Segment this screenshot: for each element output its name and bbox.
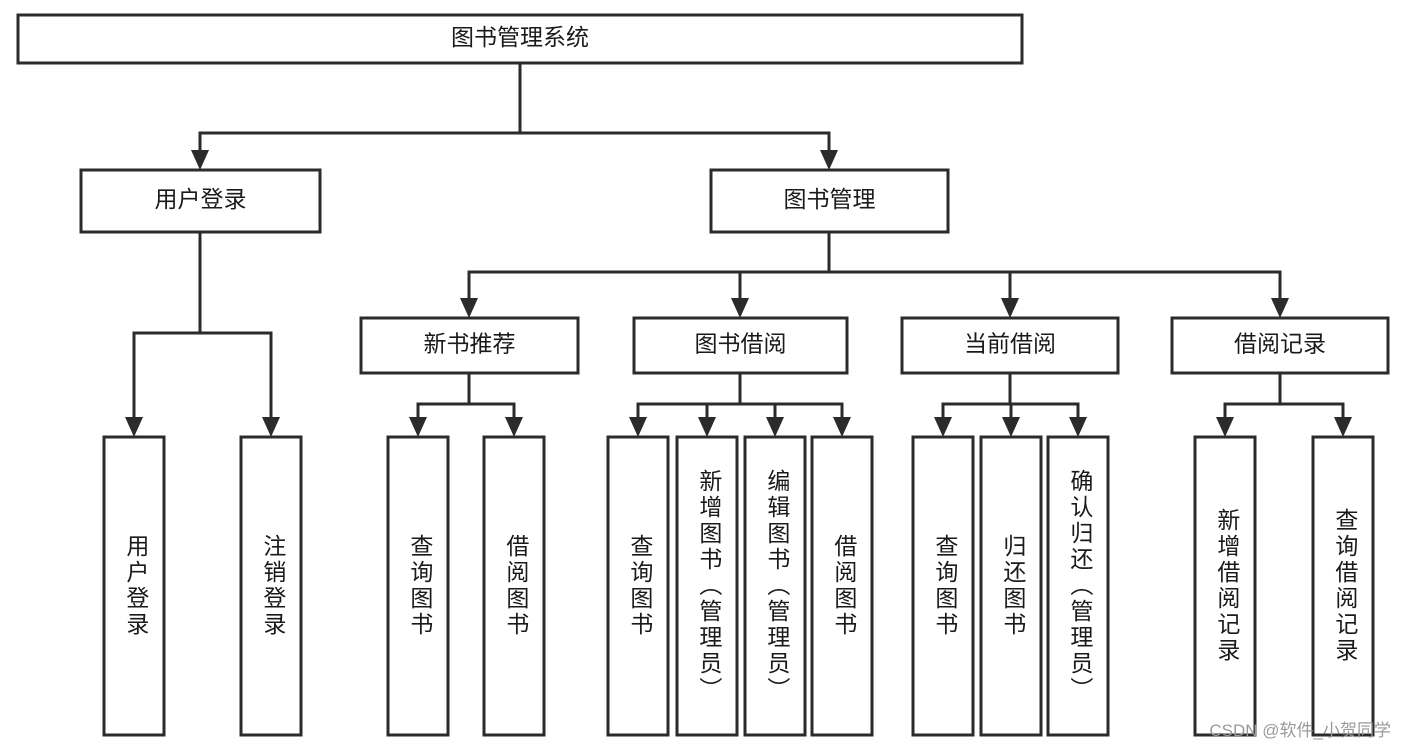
node-leaf-query-record[interactable]: 查询借阅记录 bbox=[1311, 435, 1375, 737]
node-leaf-edit-book-box[interactable] bbox=[743, 435, 807, 737]
node-leaf-edit-book-label: 编辑图书（管理员） bbox=[764, 469, 791, 703]
node-leaf-query-book-2[interactable]: 查询图书 bbox=[606, 435, 670, 737]
node-leaf-query-book-2-label: 查询图书 bbox=[627, 534, 654, 638]
arrow-head-icon bbox=[820, 150, 838, 170]
node-leaf-edit-book[interactable]: 编辑图书（管理员） bbox=[743, 435, 807, 737]
arrow-head-icon bbox=[262, 417, 280, 437]
arrow-head-icon bbox=[766, 417, 784, 437]
node-leaf-add-record-box[interactable] bbox=[1193, 435, 1257, 737]
node-leaf-add-record[interactable]: 新增借阅记录 bbox=[1193, 435, 1257, 737]
node-leaf-borrow-book-1-box[interactable] bbox=[482, 435, 546, 737]
node-leaf-confirm-return-label: 确认归还（管理员） bbox=[1067, 469, 1094, 703]
node-leaf-user-login-label: 用户登录 bbox=[123, 534, 150, 638]
node-book-management-box[interactable] bbox=[709, 168, 950, 234]
node-leaf-confirm-return[interactable]: 确认归还（管理员） bbox=[1046, 435, 1110, 737]
arrow-head-icon bbox=[1216, 417, 1234, 437]
node-root[interactable]: 图书管理系统 bbox=[16, 13, 1024, 65]
node-borrow-record[interactable]: 借阅记录 bbox=[1170, 316, 1390, 375]
arrow-head-icon bbox=[125, 417, 143, 437]
node-leaf-borrow-book-2-label: 借阅图书 bbox=[831, 534, 858, 638]
node-leaf-query-record-box[interactable] bbox=[1311, 435, 1375, 737]
arrow-head-icon bbox=[409, 417, 427, 437]
node-leaf-user-logout-label: 注销登录 bbox=[260, 534, 287, 638]
node-leaf-return-book[interactable]: 归还图书 bbox=[979, 435, 1043, 737]
node-borrow-record-label: 借阅记录 bbox=[1234, 331, 1326, 357]
node-leaf-query-book-3-box[interactable] bbox=[911, 435, 975, 737]
node-leaf-add-record-label: 新增借阅记录 bbox=[1214, 508, 1241, 664]
node-user-login[interactable]: 用户登录 bbox=[79, 168, 322, 234]
node-leaf-user-logout[interactable]: 注销登录 bbox=[239, 435, 303, 737]
node-leaf-return-book-box[interactable] bbox=[979, 435, 1043, 737]
node-leaf-borrow-book-2-box[interactable] bbox=[810, 435, 874, 737]
node-leaf-query-book-1[interactable]: 查询图书 bbox=[386, 435, 450, 737]
node-leaf-query-book-2-box[interactable] bbox=[606, 435, 670, 737]
node-leaf-query-book-1-box[interactable] bbox=[386, 435, 450, 737]
node-book-management[interactable]: 图书管理 bbox=[709, 168, 950, 234]
node-leaf-borrow-book-2[interactable]: 借阅图书 bbox=[810, 435, 874, 737]
node-book-management-label: 图书管理 bbox=[784, 186, 876, 212]
node-new-book-recommend-label: 新书推荐 bbox=[424, 331, 516, 357]
arrow-head-icon bbox=[731, 298, 749, 318]
node-leaf-query-book-3[interactable]: 查询图书 bbox=[911, 435, 975, 737]
node-leaf-return-book-label: 归还图书 bbox=[1000, 534, 1027, 638]
node-user-login-label: 用户登录 bbox=[155, 186, 247, 212]
node-leaf-confirm-return-box[interactable] bbox=[1046, 435, 1110, 737]
node-current-borrow[interactable]: 当前借阅 bbox=[900, 316, 1120, 375]
node-leaf-user-login[interactable]: 用户登录 bbox=[102, 435, 166, 737]
node-leaf-add-book-box[interactable] bbox=[675, 435, 739, 737]
arrow-head-icon bbox=[1002, 417, 1020, 437]
node-book-borrow[interactable]: 图书借阅 bbox=[632, 316, 849, 375]
arrow-head-icon bbox=[1069, 417, 1087, 437]
node-leaf-user-logout-box[interactable] bbox=[239, 435, 303, 737]
arrow-head-icon bbox=[1271, 298, 1289, 318]
node-leaf-query-book-3-label: 查询图书 bbox=[932, 534, 959, 638]
node-leaf-borrow-book-1-label: 借阅图书 bbox=[503, 534, 530, 638]
arrow-head-icon bbox=[191, 150, 209, 170]
connectors-layer bbox=[125, 61, 1352, 437]
arrow-head-icon bbox=[698, 417, 716, 437]
node-root-box[interactable] bbox=[16, 13, 1024, 65]
nodes-layer: 图书管理系统用户登录图书管理新书推荐图书借阅当前借阅借阅记录用户登录注销登录查询… bbox=[16, 13, 1390, 737]
node-current-borrow-box[interactable] bbox=[900, 316, 1120, 375]
arrow-head-icon bbox=[833, 417, 851, 437]
node-current-borrow-label: 当前借阅 bbox=[964, 331, 1056, 357]
arrow-head-icon bbox=[934, 417, 952, 437]
node-leaf-add-book[interactable]: 新增图书（管理员） bbox=[675, 435, 739, 737]
arrow-head-icon bbox=[460, 298, 478, 318]
node-new-book-recommend[interactable]: 新书推荐 bbox=[359, 316, 580, 375]
node-leaf-add-book-label: 新增图书（管理员） bbox=[696, 469, 723, 703]
node-borrow-record-box[interactable] bbox=[1170, 316, 1390, 375]
node-book-borrow-label: 图书借阅 bbox=[695, 331, 787, 357]
node-leaf-query-book-1-label: 查询图书 bbox=[407, 534, 434, 638]
arrow-head-icon bbox=[629, 417, 647, 437]
node-new-book-recommend-box[interactable] bbox=[359, 316, 580, 375]
arrow-head-icon bbox=[1001, 298, 1019, 318]
node-root-label: 图书管理系统 bbox=[451, 24, 589, 50]
node-leaf-borrow-book-1[interactable]: 借阅图书 bbox=[482, 435, 546, 737]
node-book-borrow-box[interactable] bbox=[632, 316, 849, 375]
arrow-head-icon bbox=[505, 417, 523, 437]
arrow-head-icon bbox=[1334, 417, 1352, 437]
node-leaf-query-record-label: 查询借阅记录 bbox=[1332, 508, 1359, 664]
node-user-login-box[interactable] bbox=[79, 168, 322, 234]
node-leaf-user-login-box[interactable] bbox=[102, 435, 166, 737]
